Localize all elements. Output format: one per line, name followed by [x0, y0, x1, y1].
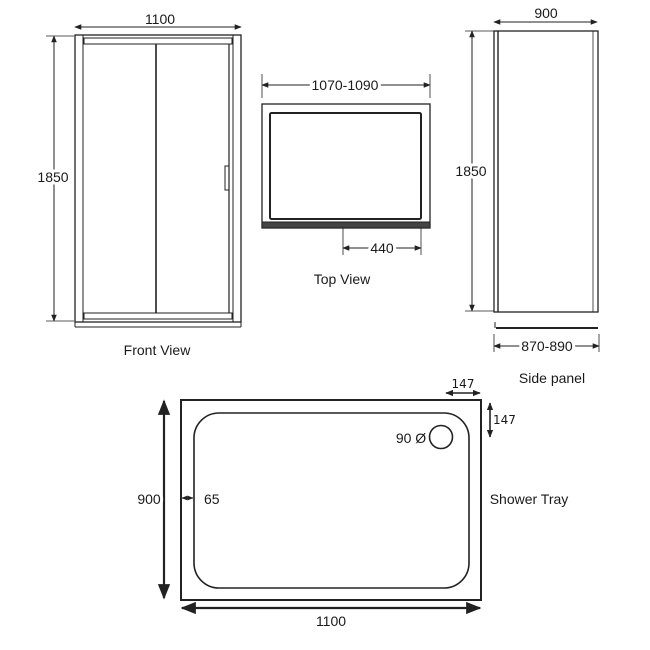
front-view-caption: Front View	[124, 342, 192, 358]
rim-width-label: 65	[204, 491, 220, 507]
front-outer-frame	[74, 34, 242, 323]
shower-tray-caption: Shower Tray	[490, 491, 569, 507]
tray-height-label: 900	[137, 491, 161, 507]
door-handle-icon	[224, 165, 230, 191]
front-view: 1100 1850 Front View	[34, 11, 242, 358]
waste-offset-y-label: 147	[493, 413, 516, 427]
side-panel-frame	[493, 30, 599, 313]
side-width-label: 900	[534, 5, 558, 21]
front-height-label: 1850	[37, 169, 68, 185]
shower-tray-view: 90 Ø 147 147 65 900 1100 Shower Tray	[134, 377, 569, 629]
top-view: 1070-1090 440 Top View	[261, 74, 431, 287]
front-width-label: 1100	[145, 11, 175, 27]
tray-outer-edge	[180, 399, 482, 601]
side-height-label: 1850	[455, 163, 486, 179]
top-outer-frame	[261, 103, 431, 229]
top-view-caption: Top View	[314, 271, 371, 287]
top-opening-label: 440	[370, 240, 394, 256]
side-adjust-label: 870-890	[521, 338, 573, 354]
waste-diameter-label: 90 Ø	[396, 430, 426, 446]
waste-outlet-icon	[428, 424, 454, 450]
tray-inner-basin	[193, 412, 470, 589]
side-panel-caption: Side panel	[519, 370, 585, 386]
side-panel-view: 900 1850 870-890 Side panel	[452, 5, 600, 386]
top-inner-tray	[269, 112, 422, 220]
top-width-label: 1070-1090	[312, 77, 379, 93]
tray-width-label: 1100	[316, 613, 346, 629]
waste-offset-x-label: 147	[452, 377, 475, 391]
